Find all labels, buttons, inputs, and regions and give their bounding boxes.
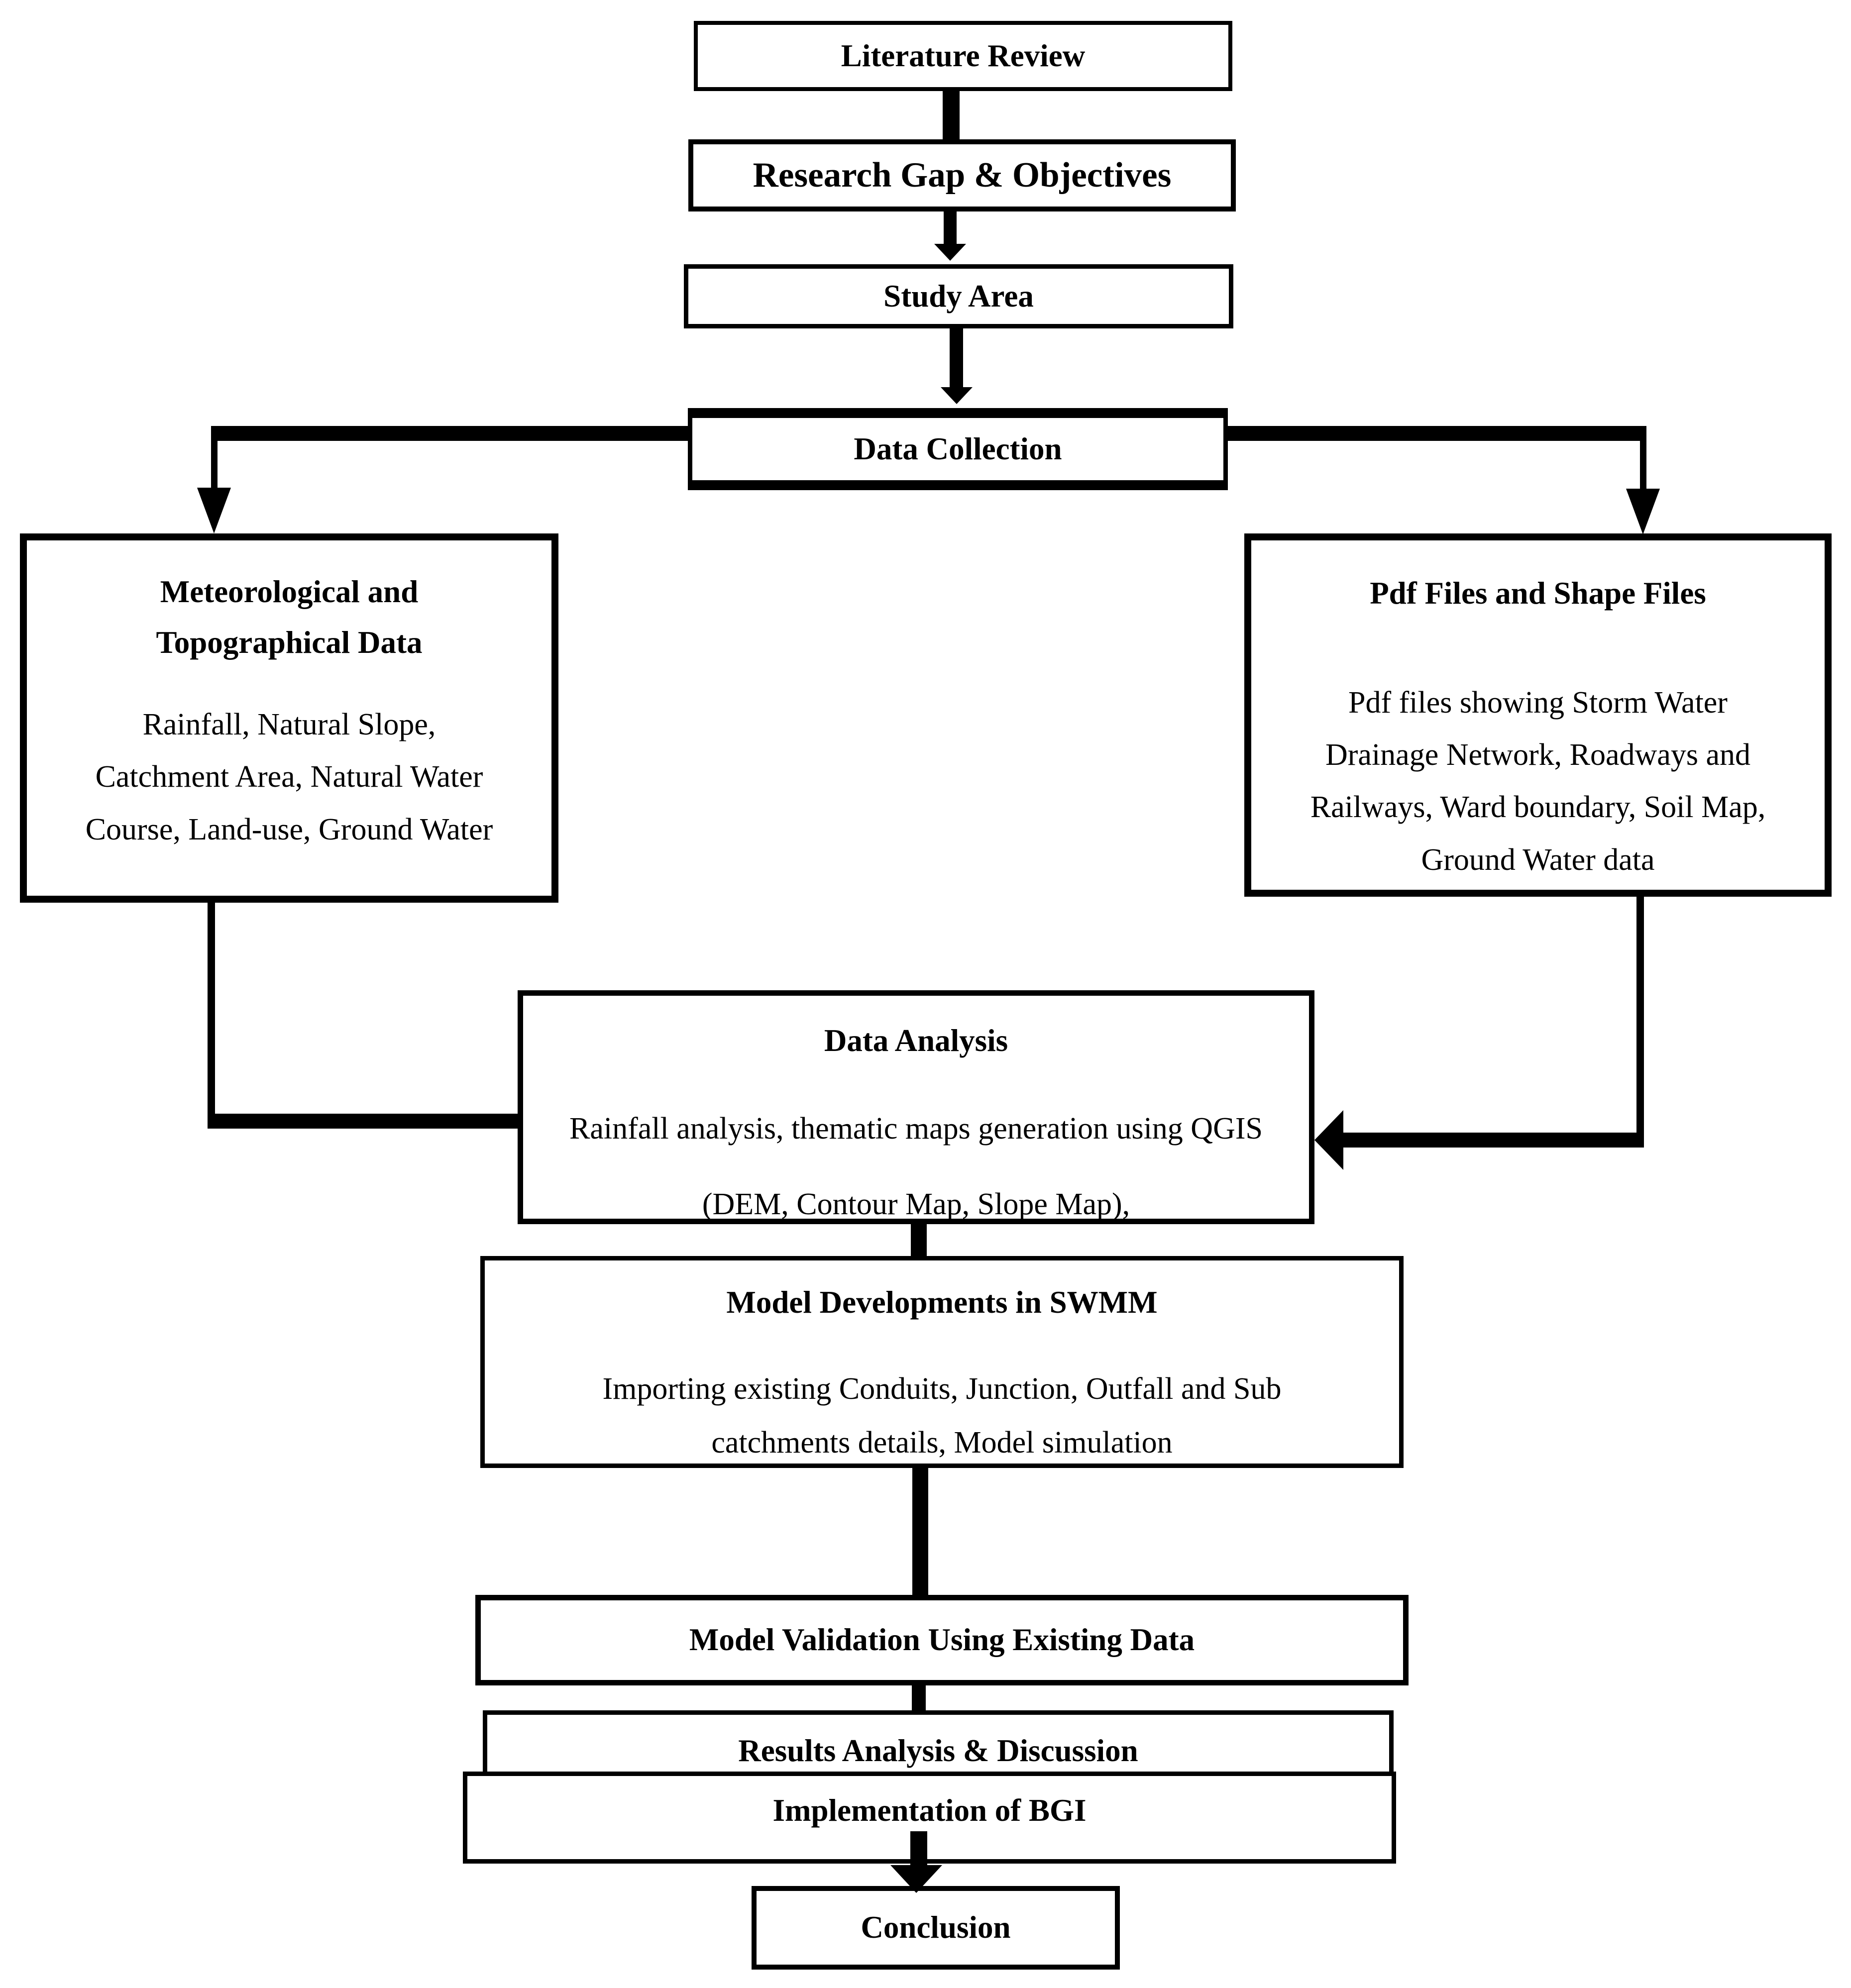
connector-literature-to-researchgap xyxy=(943,90,960,141)
arrowhead-down-icon xyxy=(197,488,231,533)
arrow-researchgap-to-studyarea-stem xyxy=(944,211,957,245)
node-study-area: Study Area xyxy=(684,264,1233,328)
node-title: Data Analysis xyxy=(824,1023,1008,1058)
arrowhead-down-icon xyxy=(1626,489,1660,534)
node-research-gap-objectives: Research Gap & Objectives xyxy=(688,139,1236,211)
node-pdf-files-shape-files: Pdf Files and Shape Files Pdf files show… xyxy=(1244,533,1832,897)
branch-datacollection-right-horizontal xyxy=(1227,426,1646,441)
node-title: Implementation of BGI xyxy=(772,1792,1087,1828)
node-data-analysis: Data Analysis Rainfall analysis, themati… xyxy=(518,990,1314,1224)
node-title: Research Gap & Objectives xyxy=(753,156,1172,195)
node-title: Data Collection xyxy=(854,431,1062,466)
arrow-implementation-to-conclusion-stem xyxy=(910,1831,927,1867)
node-body: Importing existing Conduits, Junction, O… xyxy=(602,1371,1282,1460)
node-model-validation: Model Validation Using Existing Data xyxy=(475,1595,1409,1685)
elbow-pdf-to-dataanalysis-vertical xyxy=(1636,896,1644,1148)
elbow-met-to-dataanalysis-vertical xyxy=(208,902,215,1129)
node-title: Model Developments in SWMM xyxy=(726,1285,1158,1320)
connector-dataanalysis-to-modeldev xyxy=(911,1223,927,1257)
node-implementation-bgi: Implementation of BGI xyxy=(463,1772,1396,1864)
branch-datacollection-left-horizontal xyxy=(211,426,689,441)
node-title: Literature Review xyxy=(841,38,1086,73)
elbow-pdf-to-dataanalysis-horizontal xyxy=(1342,1133,1644,1148)
node-title: Pdf Files and Shape Files xyxy=(1370,576,1706,611)
node-literature-review: Literature Review xyxy=(694,21,1232,91)
node-title: Conclusion xyxy=(861,1910,1011,1945)
node-title: Model Validation Using Existing Data xyxy=(689,1622,1195,1658)
node-title: Meteorological and Topographical Data xyxy=(156,574,423,660)
node-model-developments-swmm: Model Developments in SWMM Importing exi… xyxy=(480,1256,1404,1468)
node-title: Study Area xyxy=(883,278,1034,314)
branch-right-vertical xyxy=(1640,441,1646,490)
arrow-studyarea-to-datacollection-stem xyxy=(950,328,963,388)
connector-validation-to-results xyxy=(912,1684,926,1711)
arrowhead-left-icon xyxy=(1314,1110,1343,1170)
node-data-collection: Data Collection xyxy=(688,408,1228,490)
node-body: Rainfall, Natural Slope, Catchment Area,… xyxy=(85,708,493,846)
node-title: Results Analysis & Discussion xyxy=(738,1733,1138,1768)
node-body: Rainfall analysis, thematic maps generat… xyxy=(569,1111,1263,1221)
node-conclusion: Conclusion xyxy=(752,1886,1120,1970)
arrowhead-down-icon xyxy=(941,387,973,404)
node-meteorological-topographical-data: Meteorological and Topographical Data Ra… xyxy=(20,533,558,903)
branch-left-vertical xyxy=(211,441,218,489)
node-body: Pdf files showing Storm Water Drainage N… xyxy=(1310,685,1766,877)
elbow-met-to-dataanalysis-horizontal xyxy=(208,1114,519,1129)
arrowhead-down-icon xyxy=(934,244,966,261)
arrowhead-down-icon xyxy=(890,1865,942,1893)
connector-modeldev-to-validation xyxy=(912,1467,928,1596)
